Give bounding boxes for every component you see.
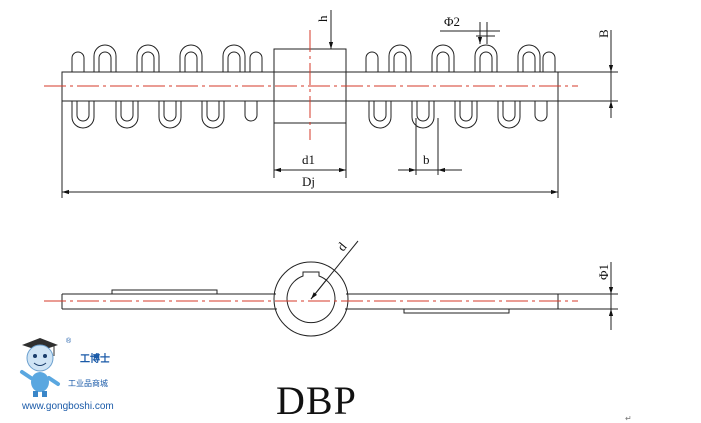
- dimension-h: h: [315, 10, 337, 50]
- hub-outline: [273, 261, 349, 337]
- dimension-phi2: Φ2: [440, 14, 500, 44]
- dimension-phi1: Φ1: [596, 262, 618, 330]
- side-view: d Φ1: [44, 239, 618, 337]
- watermark-subtitle: 工业品商城: [68, 378, 108, 388]
- dim-label-h: h: [315, 15, 330, 22]
- front-view: h Φ2 B d1: [44, 10, 618, 198]
- lower-coils: [71, 101, 548, 129]
- top-strip: [111, 289, 218, 295]
- watermark-brand: 工博士: [80, 352, 110, 365]
- dim-label-d1: d1: [302, 152, 315, 167]
- watermark-logo: ® 工博士 工业品商城 www.gongboshi.com: [20, 337, 114, 412]
- mascot-icon: [20, 338, 60, 397]
- upper-coils: [71, 44, 556, 72]
- dim-label-B: B: [596, 29, 611, 38]
- dim-label-d: d: [334, 239, 350, 254]
- dim-label-b: b: [423, 152, 430, 167]
- dimension-b-width: B: [596, 29, 618, 118]
- dim-label-phi2: Φ2: [444, 14, 460, 29]
- dimension-b-pitch: b: [398, 118, 462, 175]
- watermark-url: www.gongboshi.com: [21, 401, 114, 412]
- keyed-bore: [286, 271, 336, 324]
- dim-label-phi1: Φ1: [596, 264, 611, 280]
- dimension-Dj: Dj: [61, 101, 559, 198]
- dimension-d1: d1: [273, 123, 347, 178]
- corner-mark: ↵: [625, 414, 632, 423]
- drawing-title: DBP: [276, 378, 357, 423]
- dimension-d: d: [310, 239, 359, 300]
- dim-label-Dj: Dj: [302, 174, 315, 189]
- bottom-strip: [403, 308, 510, 314]
- registered-mark: ®: [66, 337, 72, 345]
